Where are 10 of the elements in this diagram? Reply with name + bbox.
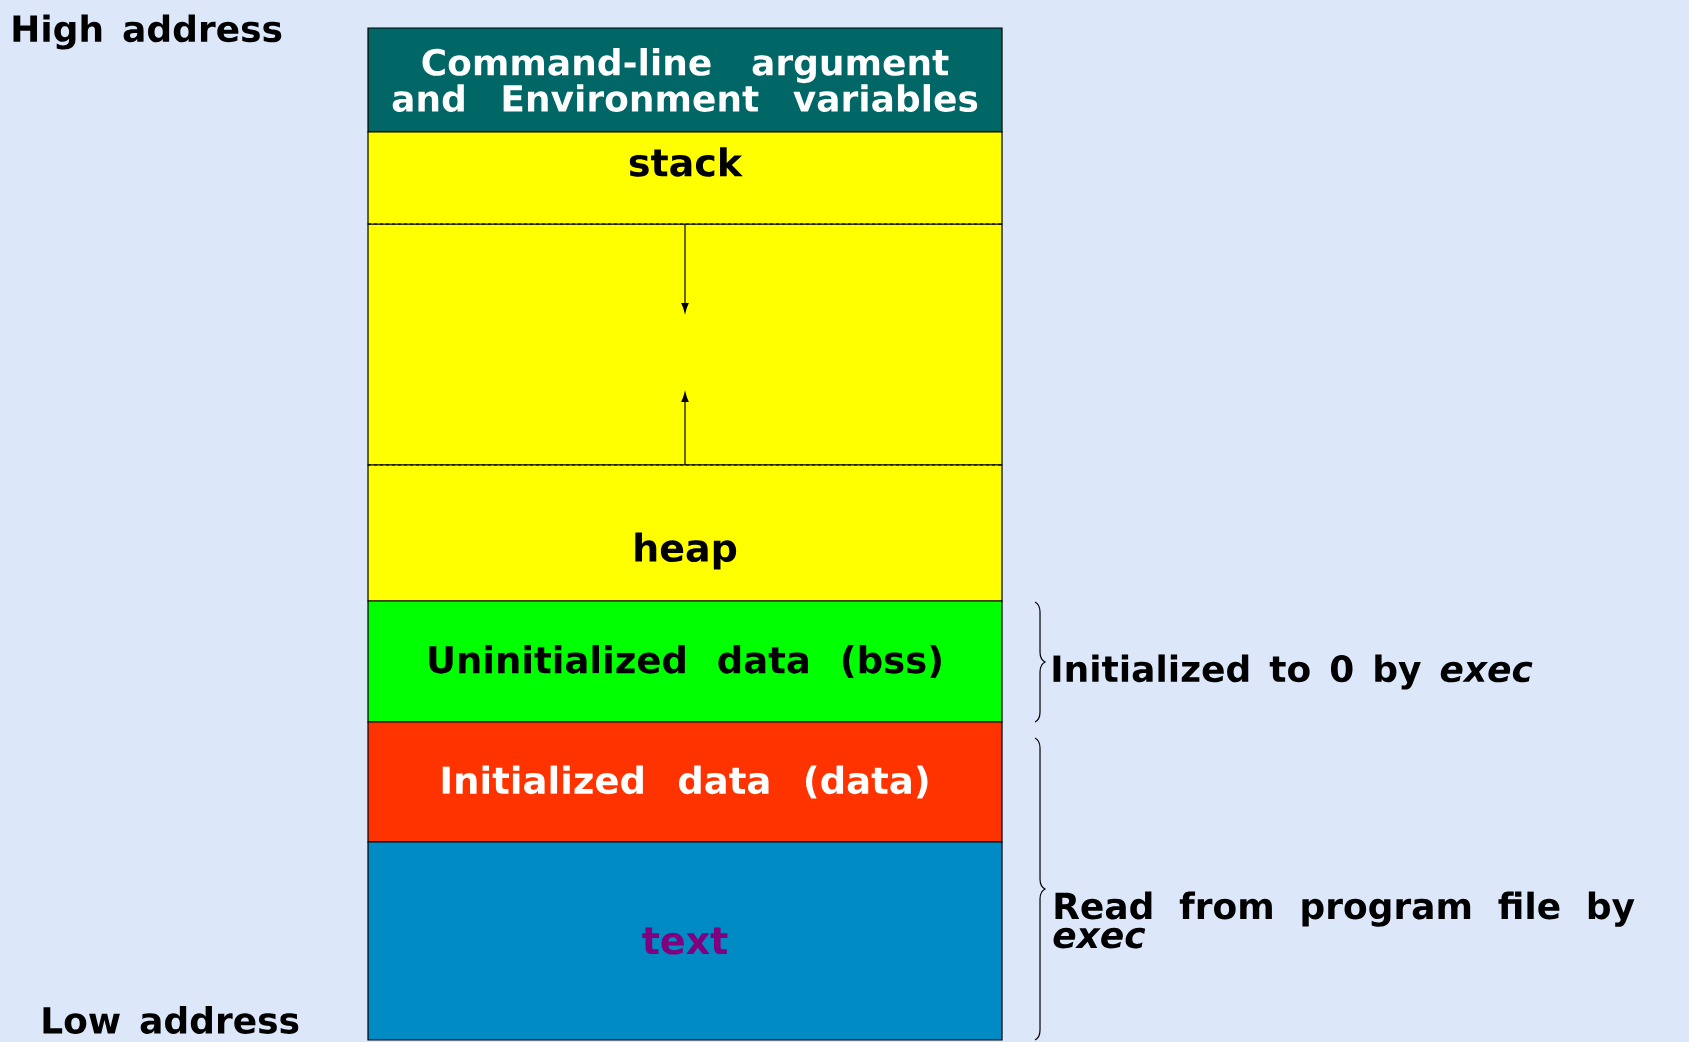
address-label: Low address (43, 1006, 299, 1034)
brace-annotation: Read from program file by exec (1053, 891, 1635, 949)
address-label: High address (13, 14, 282, 50)
memory-segment: heap (367, 464, 1003, 602)
memory-segment: Command-line argument and Environment variables (367, 27, 1003, 133)
memory-segment: Uninitialized data (bss) (367, 600, 1003, 723)
memory-segment: stack (367, 131, 1003, 225)
memory-segment: text (367, 841, 1003, 1041)
memory-segment: Initialized data (data) (367, 721, 1003, 843)
brace-annotation: Initialized to 0 by exec (1053, 654, 1533, 690)
